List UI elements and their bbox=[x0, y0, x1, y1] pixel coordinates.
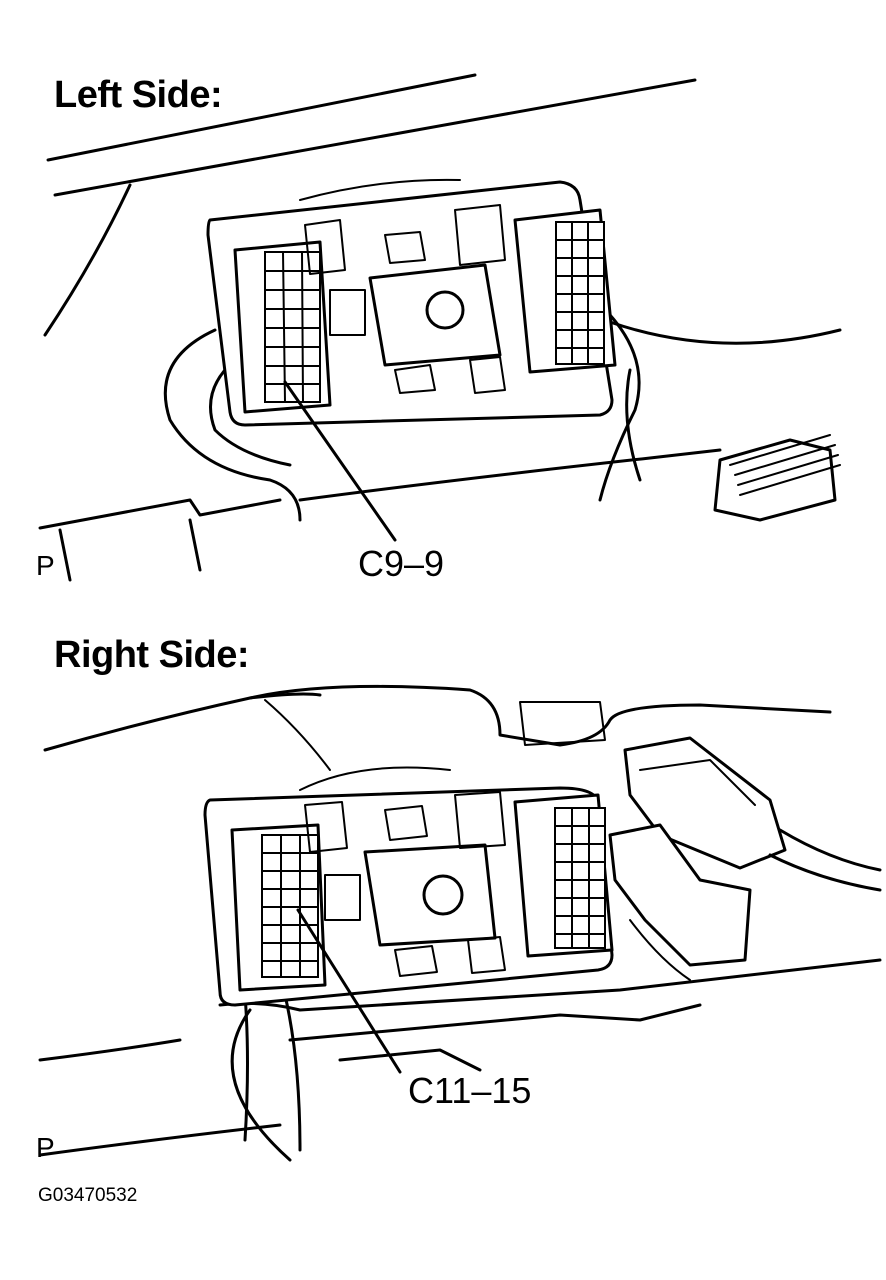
wire-harness bbox=[598, 313, 641, 502]
connector-wire bbox=[737, 454, 839, 486]
connector-clip bbox=[608, 823, 752, 967]
dash-panel-edge bbox=[43, 183, 132, 337]
wire-harness bbox=[778, 828, 882, 872]
wire-harness bbox=[625, 368, 642, 482]
center-relay-tab bbox=[394, 945, 438, 977]
mounting-bolt bbox=[425, 290, 465, 330]
upper-slot bbox=[454, 791, 506, 849]
wire-harness bbox=[243, 993, 249, 1142]
lower-bracket bbox=[188, 518, 202, 572]
connector-wire bbox=[734, 444, 836, 476]
wire-harness bbox=[283, 993, 302, 1152]
left-side-heading: Left Side: bbox=[54, 74, 223, 116]
callout-leader-line bbox=[283, 380, 397, 542]
small-fuse-slot bbox=[324, 874, 361, 921]
figure-id: G03470532 bbox=[38, 1185, 138, 1206]
wire-harness bbox=[209, 358, 292, 467]
block-ridge bbox=[299, 178, 461, 201]
connector-wire bbox=[739, 464, 841, 496]
dash-lower-edge bbox=[38, 1038, 182, 1062]
callout-leader-line bbox=[296, 908, 402, 1074]
block-ridge bbox=[299, 766, 451, 791]
upper-slot bbox=[454, 204, 506, 266]
dash-lower-edge bbox=[298, 448, 722, 502]
upper-bracket bbox=[264, 699, 331, 771]
dash-panel-edge bbox=[46, 73, 477, 162]
dash-panel-edge bbox=[248, 684, 832, 747]
dash-panel-edge bbox=[43, 692, 322, 752]
center-relay-tab bbox=[384, 231, 426, 264]
dash-panel-edge bbox=[608, 320, 842, 345]
right-connector-cavity-grid bbox=[554, 807, 606, 949]
mounting-bolt bbox=[422, 874, 464, 916]
upper-bracket bbox=[519, 701, 606, 746]
left-side-junction-block-drawing bbox=[38, 73, 842, 582]
side-connector-detail bbox=[639, 759, 756, 806]
small-fuse-slot bbox=[329, 289, 366, 336]
wire-harness bbox=[163, 328, 302, 522]
lower-bracket bbox=[38, 1123, 282, 1157]
right-corner-mark: P bbox=[36, 1132, 55, 1163]
lower-bracket bbox=[38, 498, 282, 530]
c11-15-callout-label: C11–15 bbox=[408, 1070, 532, 1111]
c9-9-callout-label: C9–9 bbox=[358, 543, 445, 584]
upper-slot bbox=[469, 356, 506, 394]
right-side-heading: Right Side: bbox=[54, 634, 250, 676]
lower-bracket bbox=[338, 1048, 482, 1072]
left-corner-mark: P bbox=[36, 550, 55, 581]
dash-panel-edge bbox=[53, 78, 697, 197]
lower-bracket bbox=[58, 528, 72, 582]
right-side-junction-block-drawing bbox=[38, 684, 882, 1162]
c11-connector-cavity-grid bbox=[261, 834, 319, 978]
lower-bracket bbox=[288, 1003, 702, 1042]
wire-harness bbox=[230, 1008, 292, 1162]
right-connector-cavity-grid bbox=[555, 221, 605, 365]
upper-slot bbox=[304, 219, 346, 275]
upper-slot bbox=[304, 801, 348, 853]
connector-clip-detail bbox=[629, 919, 691, 981]
c9-connector-cavity-grid bbox=[264, 251, 321, 403]
center-relay-tab bbox=[394, 364, 436, 394]
connector-wire bbox=[729, 434, 831, 466]
wire-harness bbox=[768, 853, 882, 892]
upper-slot bbox=[467, 936, 506, 974]
center-relay-tab bbox=[384, 805, 428, 841]
